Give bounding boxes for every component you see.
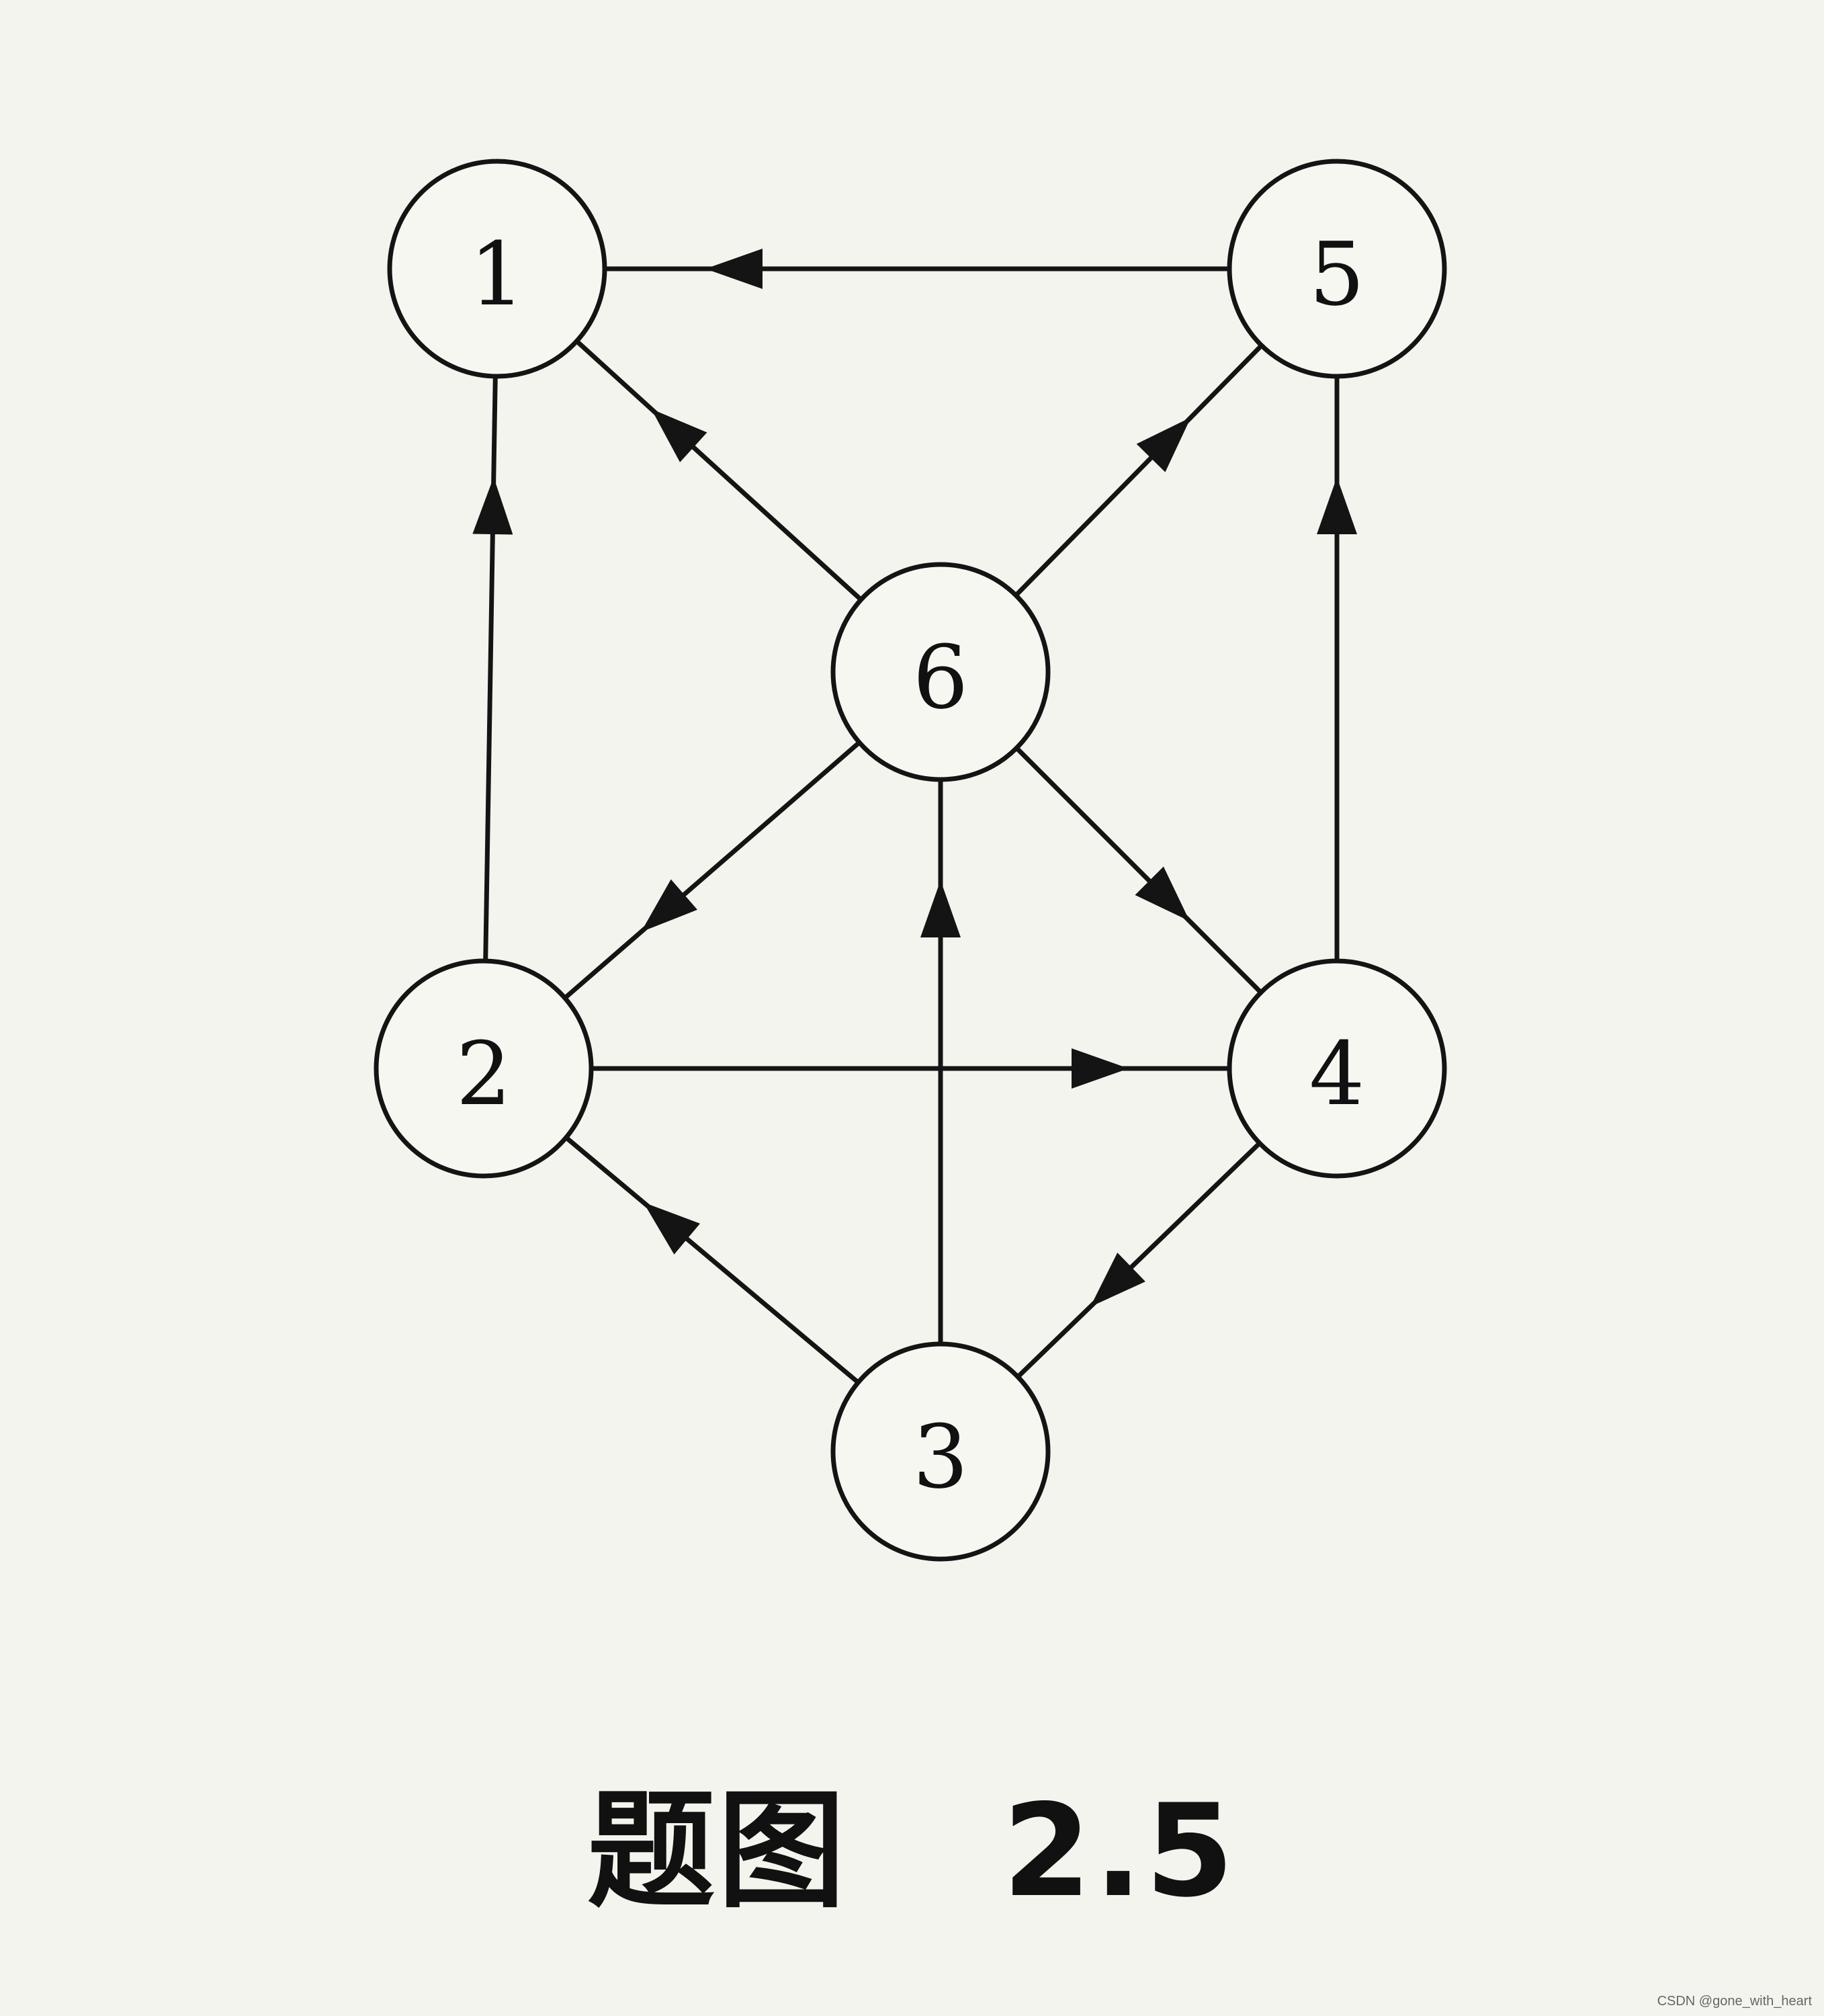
- arrowhead-icon: [651, 409, 707, 462]
- node-6: 6: [830, 562, 1051, 782]
- node-label: 1: [470, 223, 525, 325]
- watermark: CSDN @gone_with_heart: [1657, 1994, 1812, 2009]
- edge-6-to-1: [575, 339, 863, 601]
- edge-4-to-3: [1016, 1141, 1262, 1379]
- figure-caption: 题图 2.5: [0, 1747, 1824, 1932]
- edge-line: [1014, 343, 1264, 597]
- node-4: 4: [1227, 958, 1447, 1179]
- edge-line: [1014, 746, 1263, 995]
- node-label: 6: [913, 626, 969, 728]
- node-circle: [830, 1341, 1051, 1562]
- node-circle: [374, 958, 594, 1179]
- node-label: 4: [1309, 1023, 1365, 1125]
- edge-3-to-6: [920, 780, 961, 1344]
- edges-layer: [472, 249, 1357, 1384]
- arrowhead-icon: [1317, 477, 1357, 534]
- node-label: 2: [456, 1023, 512, 1125]
- edge-5-to-1: [605, 249, 1229, 289]
- arrowhead-icon: [705, 249, 763, 289]
- arrowhead-icon: [641, 879, 698, 932]
- edge-6-to-2: [563, 741, 861, 1000]
- edge-line: [564, 1136, 860, 1384]
- arrowhead-icon: [1135, 866, 1190, 921]
- edge-2-to-4: [591, 1048, 1229, 1089]
- arrowhead-icon: [472, 476, 513, 535]
- edge-6-to-5: [1014, 343, 1264, 597]
- node-circle: [1227, 159, 1447, 379]
- node-label: 5: [1309, 223, 1365, 325]
- arrowhead-icon: [1090, 1252, 1145, 1307]
- node-1: 1: [387, 159, 607, 379]
- caption-number: 2.5: [1002, 1777, 1237, 1925]
- edge-2-to-1: [472, 376, 513, 962]
- node-3: 3: [830, 1341, 1051, 1562]
- node-circle: [830, 562, 1051, 782]
- node-5: 5: [1227, 159, 1447, 379]
- arrowhead-icon: [1136, 417, 1191, 472]
- edge-line: [1016, 1141, 1262, 1379]
- edge-line: [575, 339, 863, 601]
- arrowhead-icon: [920, 880, 961, 937]
- arrowhead-icon: [1072, 1048, 1129, 1089]
- arrowhead-icon: [643, 1202, 700, 1255]
- edge-line: [483, 376, 498, 962]
- edge-line: [563, 741, 861, 1000]
- node-label: 3: [913, 1406, 969, 1508]
- edge-3-to-2: [564, 1136, 860, 1384]
- caption-prefix: 题图: [587, 1777, 849, 1925]
- nodes-layer: 1 2 3 4 5 6: [374, 159, 1447, 1562]
- node-circle: [387, 159, 607, 379]
- edge-4-to-5: [1317, 376, 1357, 961]
- node-circle: [1227, 958, 1447, 1179]
- edge-6-to-4: [1014, 746, 1263, 995]
- node-2: 2: [374, 958, 594, 1179]
